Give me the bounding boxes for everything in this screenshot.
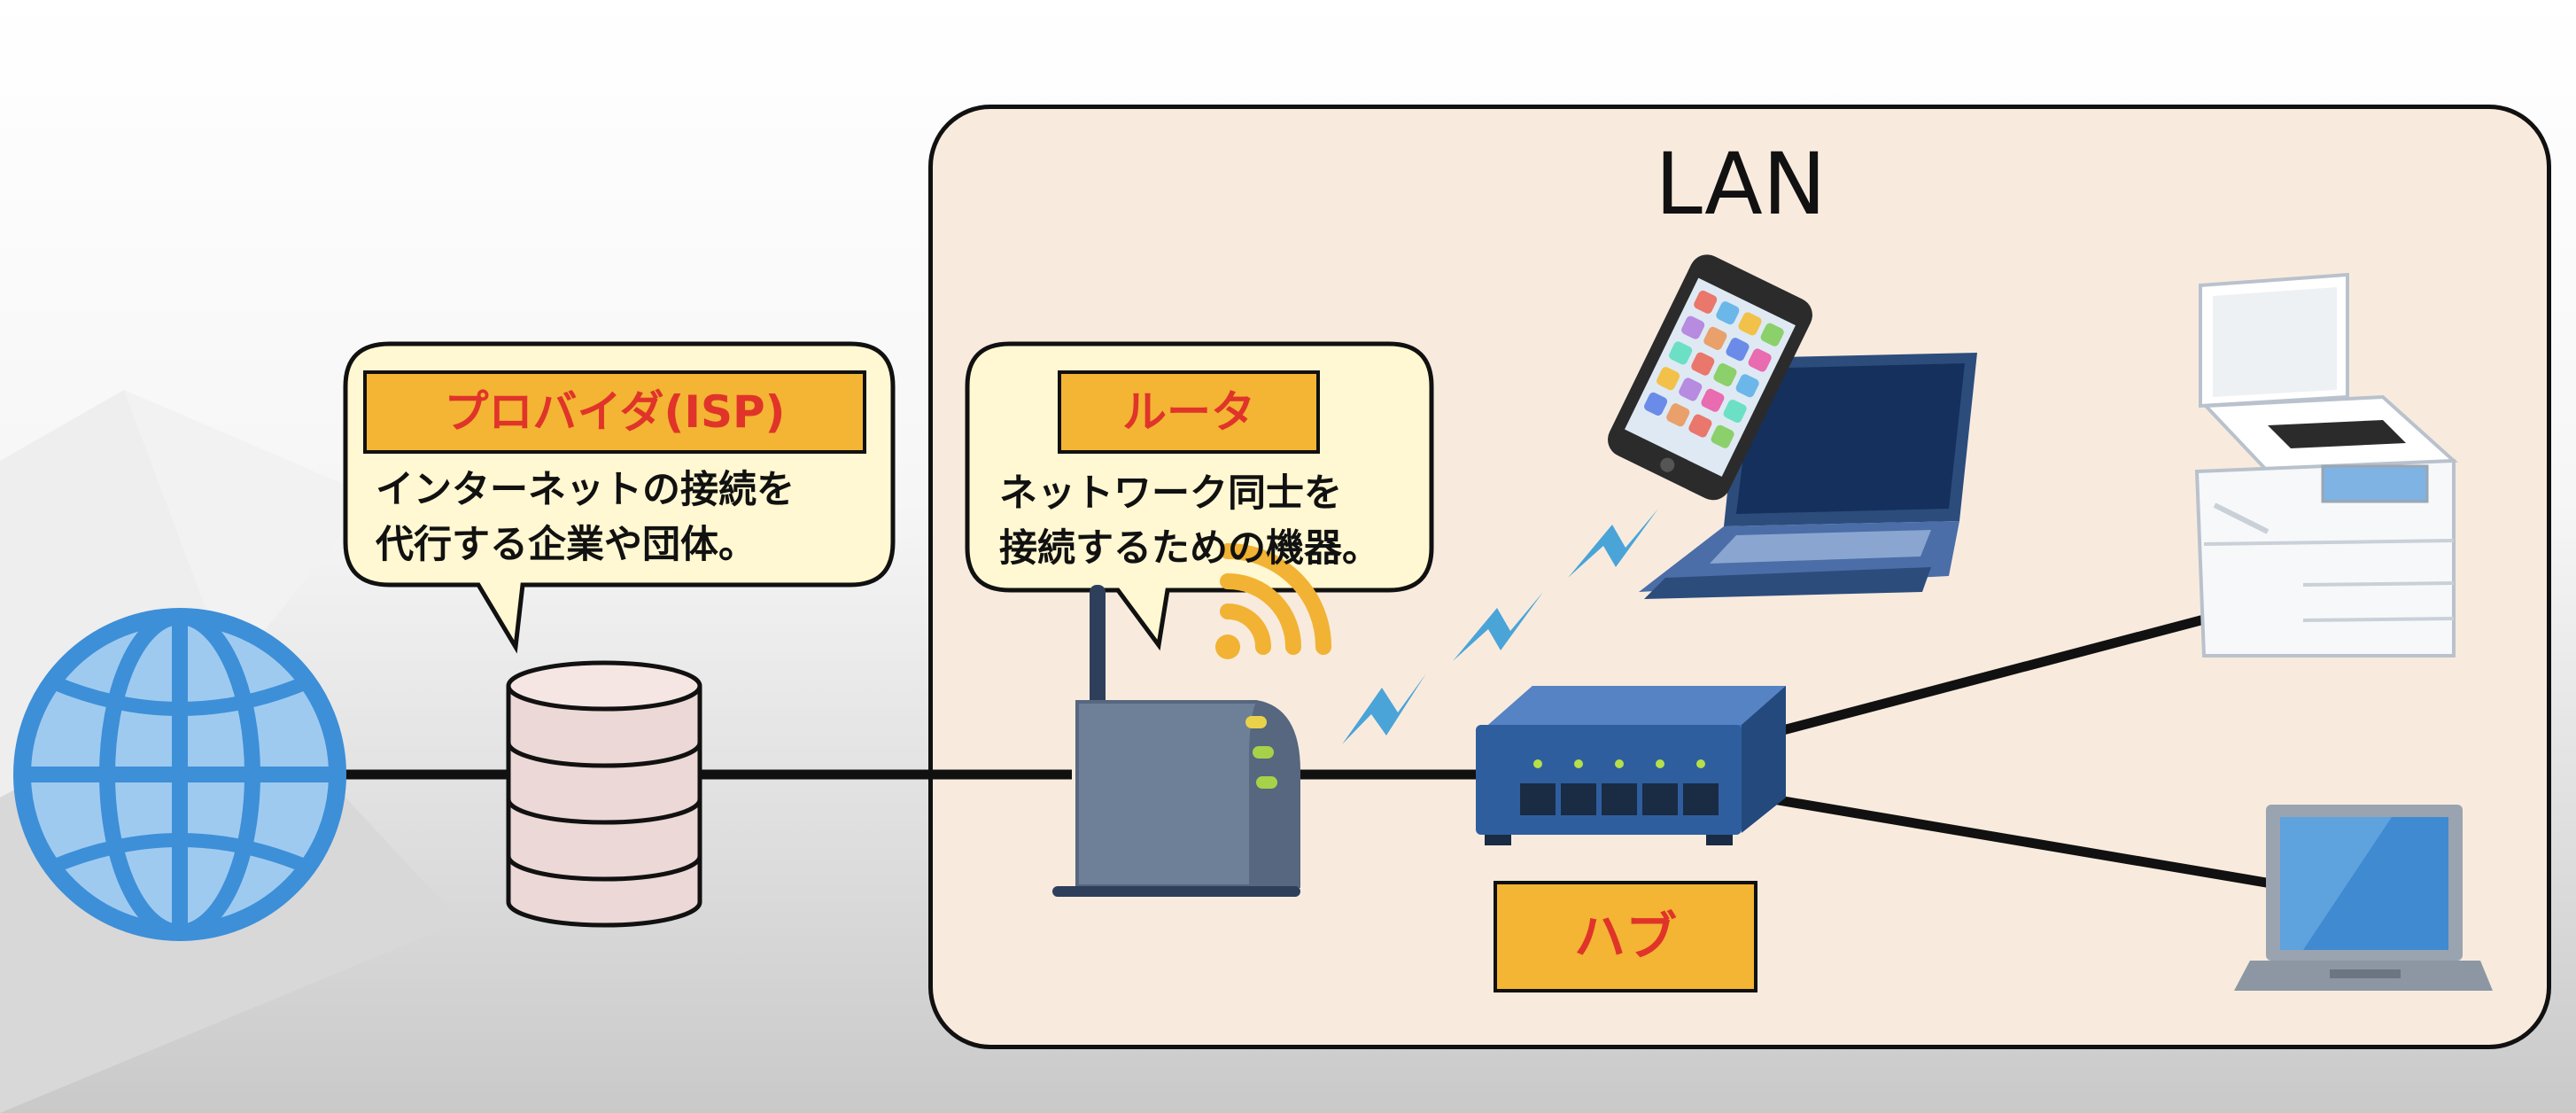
network-hub-icon bbox=[1476, 686, 1786, 845]
smartphone-icon bbox=[1608, 254, 1812, 501]
globe-icon bbox=[13, 608, 346, 941]
isp-label: プロバイダ(ISP) bbox=[363, 370, 866, 454]
line-hub-to-printer bbox=[1774, 604, 2243, 737]
multifunction-printer-icon bbox=[2194, 272, 2458, 658]
lightning-icon bbox=[1342, 509, 1658, 744]
router-description-line2: 接続するための機器。 bbox=[999, 526, 1380, 571]
laptop-icon bbox=[1639, 353, 1977, 599]
hub-label: ハブ bbox=[1494, 881, 1757, 992]
router-label: ルータ bbox=[1058, 370, 1320, 454]
notebook-pc-icon bbox=[2234, 805, 2493, 991]
lan-title: LAN bbox=[1655, 135, 1827, 234]
connection-lines bbox=[337, 604, 2277, 890]
isp-server-icon bbox=[506, 660, 702, 928]
router-description-line1: ネットワーク同士を bbox=[999, 471, 1342, 516]
wifi-router-icon bbox=[1052, 585, 1300, 897]
line-hub-to-notebook bbox=[1762, 792, 2277, 890]
isp-description-line1: インターネットの接続を bbox=[376, 468, 795, 512]
isp-description-line2: 代行する企業や団体。 bbox=[376, 523, 757, 567]
wifi-signal-icon bbox=[1215, 543, 1331, 659]
